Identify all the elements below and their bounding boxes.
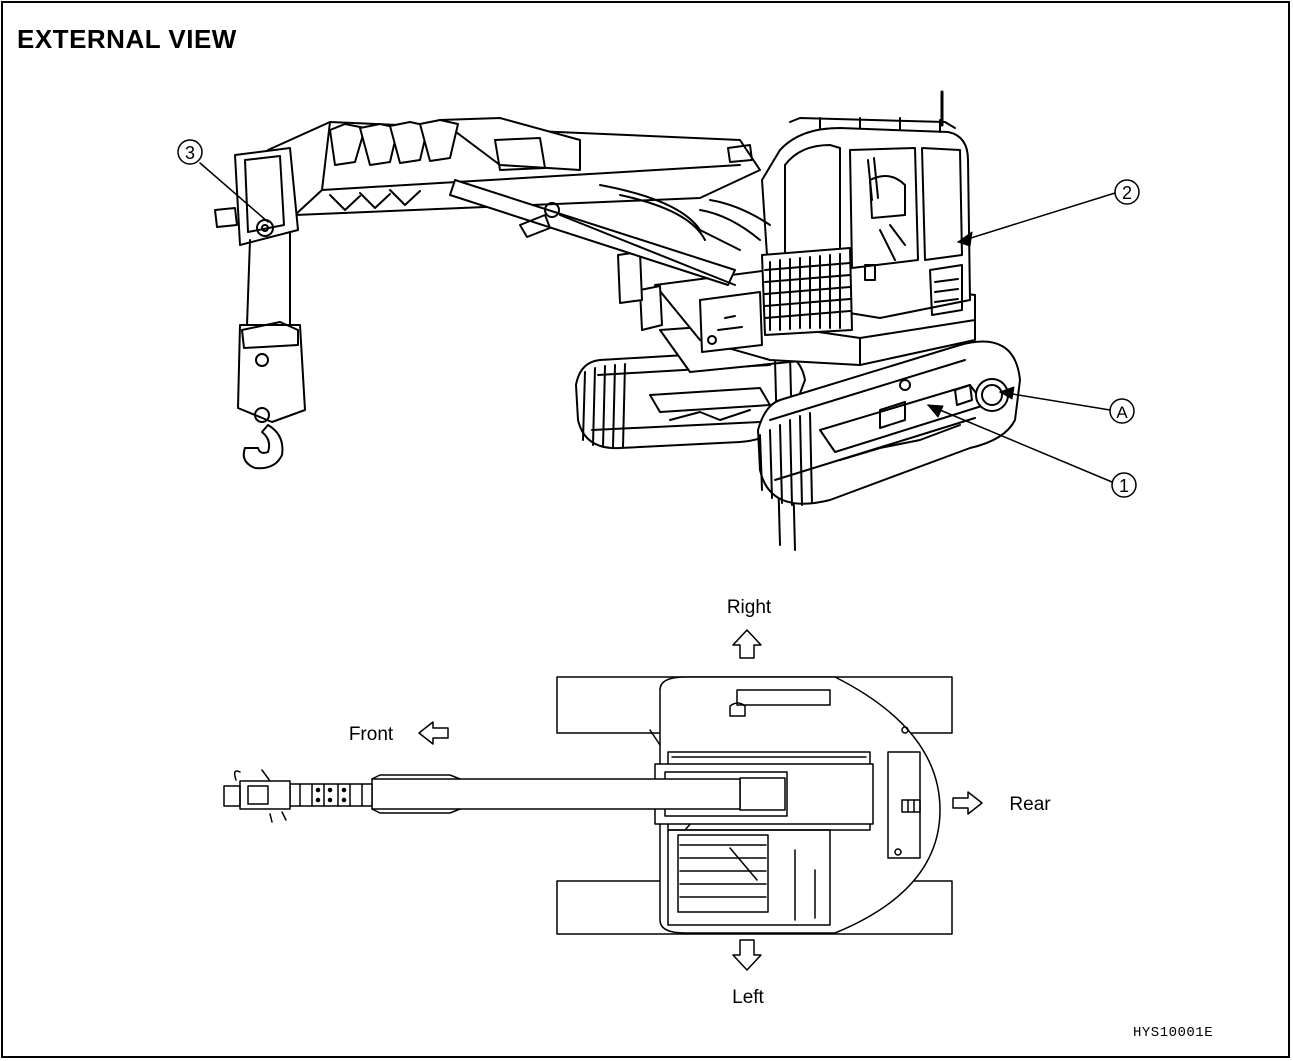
callout-2: 2 — [1114, 179, 1140, 205]
svg-text:3: 3 — [185, 143, 195, 163]
arrow-left-icon — [418, 721, 449, 745]
crane-top-view — [223, 676, 953, 935]
arrow-right-icon — [952, 791, 983, 815]
label-rear: Rear — [1009, 794, 1051, 815]
callout-3: 3 — [177, 139, 203, 165]
operator-cab — [761, 90, 971, 336]
label-front: Front — [349, 724, 394, 745]
svg-text:A: A — [1116, 403, 1128, 422]
crane-perspective-view: 3 2 A 1 — [177, 90, 1140, 551]
figure-code: HYS10001E — [1133, 1025, 1214, 1041]
label-left: Left — [732, 987, 764, 1008]
callout-1: 1 — [1111, 472, 1137, 498]
arrow-up-icon — [732, 629, 762, 659]
page-title: EXTERNAL VIEW — [17, 24, 237, 54]
left-track — [757, 340, 1021, 506]
arrow-down-icon — [732, 939, 762, 971]
boom-head — [214, 147, 306, 470]
callout-A: A — [1109, 398, 1135, 424]
svg-text:1: 1 — [1119, 476, 1129, 496]
right-track — [575, 349, 806, 450]
telescopic-boom — [267, 117, 771, 286]
label-right: Right — [727, 597, 772, 618]
direction-arrows — [418, 629, 983, 971]
svg-text:2: 2 — [1122, 183, 1132, 203]
